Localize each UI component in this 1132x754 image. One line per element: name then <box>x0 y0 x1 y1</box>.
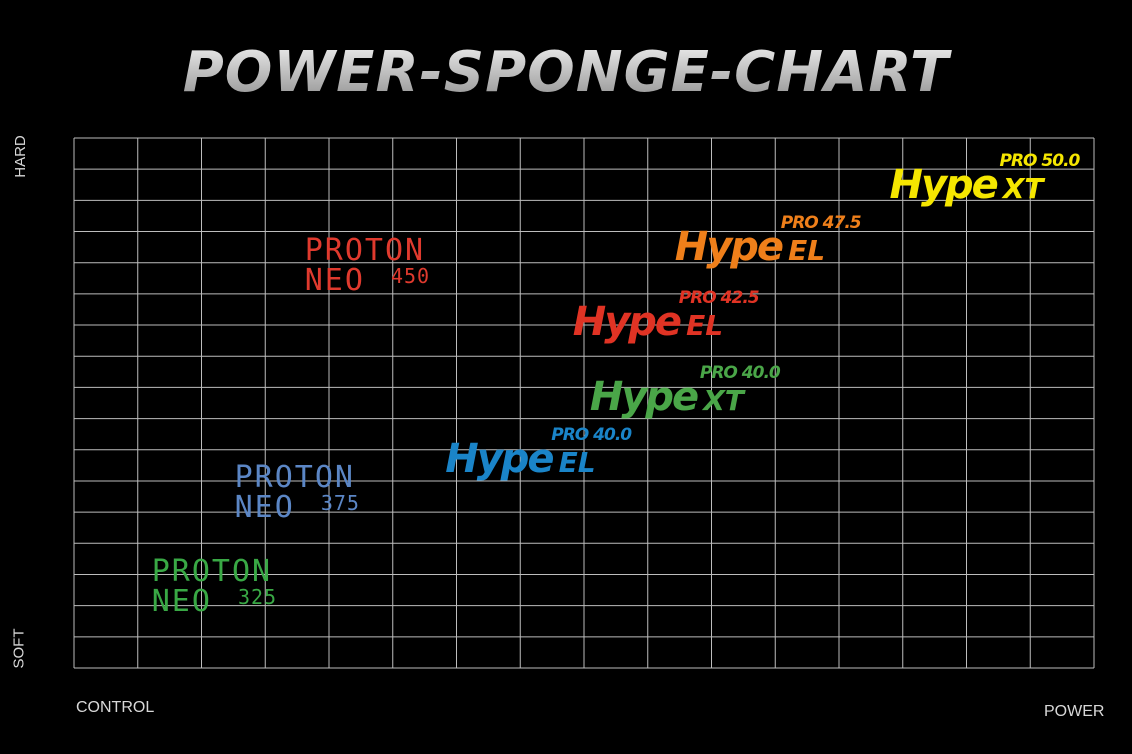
point-label-word: Hype <box>572 298 682 345</box>
point-label-suffix: XT <box>1002 171 1044 205</box>
point-pro-tag: PRO 50.0 <box>999 150 1081 171</box>
point-pro-tag: PRO 42.5 <box>678 287 760 308</box>
point-model-number: 325 <box>237 584 278 609</box>
point-pro-tag: PRO 40.0 <box>551 425 632 446</box>
point-pro-tag: PRO 40.0 <box>699 362 781 383</box>
point-label-suffix: EL <box>686 308 724 342</box>
x-axis-left-label: CONTROL <box>76 699 155 716</box>
point-pro-tag: PRO 47.5 <box>780 213 862 234</box>
chart-title: POWER-SPONGE-CHART <box>0 40 1132 105</box>
point-label-suffix: EL <box>788 234 826 268</box>
point-model-number: 375 <box>320 491 360 516</box>
point-label-line1: PROTON <box>304 232 426 268</box>
point-label-line1: PROTON <box>234 460 355 496</box>
point-label-word: Hype <box>589 373 699 420</box>
point-label-word: Hype <box>674 224 784 271</box>
x-axis-right-label: POWER <box>1044 703 1105 720</box>
point-label-word: Hype <box>445 436 554 483</box>
point-label-suffix: XT <box>703 383 744 417</box>
point-model-number: 450 <box>390 263 431 288</box>
point-label-word: Hype <box>889 161 999 208</box>
point-label-suffix: EL <box>558 446 596 480</box>
point-label-line1: PROTON <box>151 553 273 589</box>
